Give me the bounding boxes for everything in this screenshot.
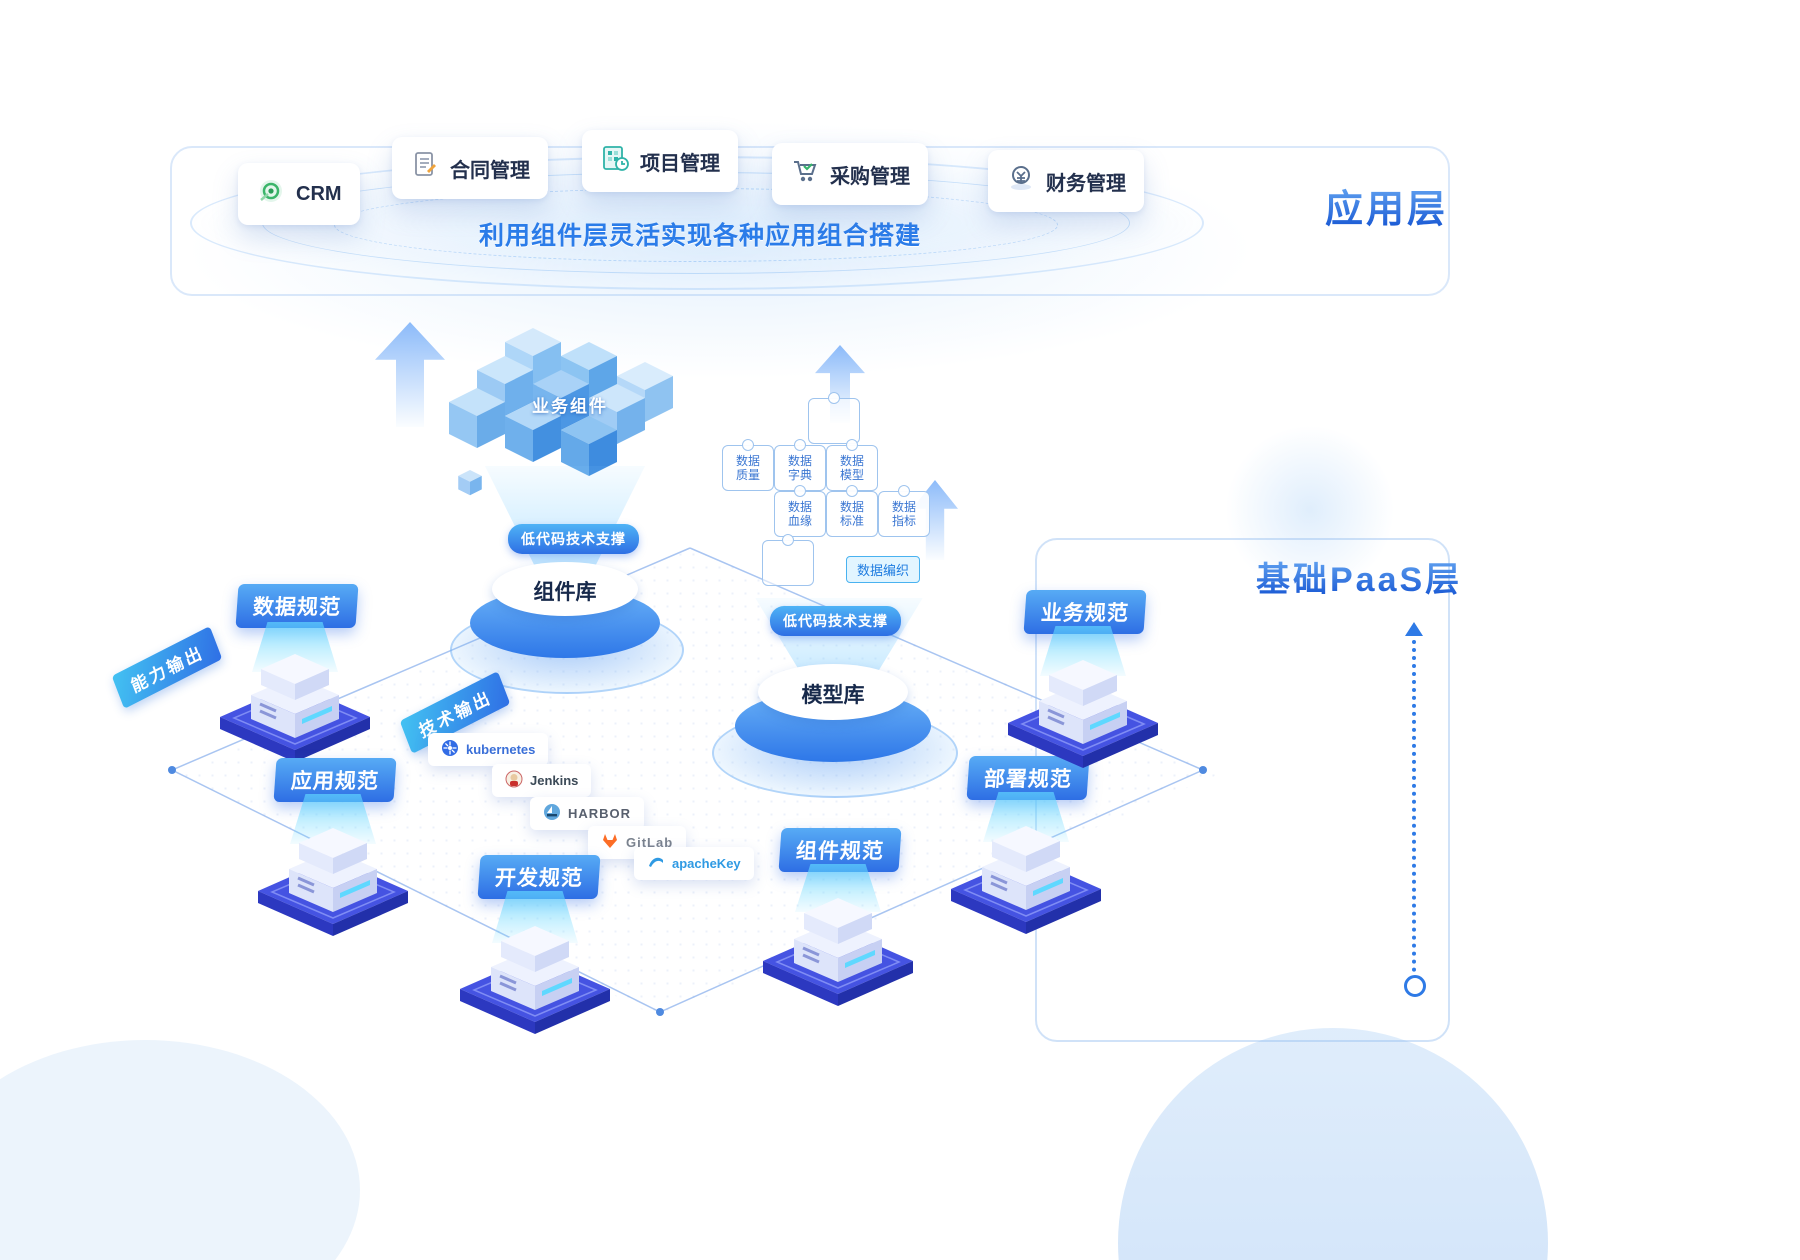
model-library-label: 模型库 bbox=[801, 684, 865, 707]
low-code-pill-right: 低代码技术支撑 bbox=[770, 606, 901, 636]
finance-icon bbox=[1006, 163, 1036, 199]
app-card-finance: 财务管理 bbox=[988, 150, 1144, 212]
puzzle-piece-data-standard: 数据标准 bbox=[826, 485, 878, 537]
puzzle-label: 数据标准 bbox=[839, 499, 864, 528]
tech-pill-label: GitLab bbox=[626, 835, 674, 850]
server-data bbox=[210, 618, 380, 768]
dotted-line-arrow-up bbox=[1405, 622, 1423, 636]
puzzle-piece-empty-bottom bbox=[762, 534, 814, 586]
app-card-label: 合同管理 bbox=[450, 159, 530, 182]
puzzle-label: 数据模型 bbox=[839, 453, 864, 482]
data-fabric-tag: 数据编织 bbox=[846, 556, 921, 583]
component-podium-top bbox=[492, 562, 638, 616]
server-development bbox=[450, 890, 620, 1040]
puzzle-label: 数据字典 bbox=[787, 453, 812, 482]
tech-pill-label: Jenkins bbox=[530, 773, 579, 788]
app-card-contract: 合同管理 bbox=[392, 137, 548, 199]
gitlab-icon bbox=[601, 832, 619, 853]
contract-icon bbox=[410, 150, 440, 186]
model-podium-top bbox=[758, 664, 908, 720]
puzzle-label: 数据血缘 bbox=[787, 499, 812, 528]
harbor-icon bbox=[543, 803, 561, 824]
business-component-label: 业务组件 bbox=[532, 397, 608, 416]
component-library-label: 组件库 bbox=[533, 581, 597, 604]
app-card-project: 项目管理 bbox=[582, 130, 738, 192]
project-icon bbox=[600, 143, 630, 179]
app-card-procurement: 采购管理 bbox=[772, 143, 928, 205]
banner-text: 利用组件层灵活实现各种应用组合搭建 bbox=[478, 222, 921, 250]
paas-layer-title: 基础PaaS层 bbox=[1256, 552, 1462, 601]
dotted-vertical-line bbox=[1412, 640, 1416, 972]
server-application bbox=[248, 792, 418, 942]
server-component bbox=[753, 862, 923, 1012]
crm-icon bbox=[256, 176, 286, 212]
tech-pill-kubernetes: kubernetes bbox=[428, 733, 549, 766]
server-business bbox=[998, 624, 1168, 774]
tech-pill-label: kubernetes bbox=[466, 742, 536, 757]
kubernetes-icon bbox=[441, 739, 459, 760]
app-card-label: 项目管理 bbox=[640, 152, 720, 175]
tech-pill-harbor: HARBOR bbox=[530, 797, 645, 830]
bg-blob-mid-right bbox=[1225, 425, 1395, 595]
puzzle-piece-data-metric: 数据指标 bbox=[878, 485, 930, 537]
procurement-icon bbox=[790, 156, 820, 192]
dotted-line-end-ring bbox=[1404, 975, 1426, 997]
puzzle-piece-empty-top bbox=[808, 392, 860, 444]
app-card-label: 财务管理 bbox=[1046, 172, 1126, 195]
business-component-cubes bbox=[449, 328, 673, 496]
jenkins-icon bbox=[505, 770, 523, 791]
puzzle-piece-data-quality: 数据质量 bbox=[722, 439, 774, 491]
app-card-label: CRM bbox=[296, 182, 342, 205]
app-card-crm: CRM bbox=[238, 163, 360, 225]
server-deployment bbox=[941, 790, 1111, 940]
puzzle-piece-data-lineage: 数据血缘 bbox=[774, 485, 826, 537]
tech-pill-label: HARBOR bbox=[568, 806, 632, 821]
app-card-label: 采购管理 bbox=[830, 165, 910, 188]
puzzle-label: 数据质量 bbox=[735, 453, 760, 482]
tech-pill-jenkins: Jenkins bbox=[492, 764, 592, 797]
apachekey-icon bbox=[647, 853, 665, 874]
puzzle-label: 数据指标 bbox=[891, 499, 916, 528]
low-code-pill-left: 低代码技术支撑 bbox=[508, 524, 639, 554]
tech-pill-apachekey: apacheKey bbox=[634, 847, 754, 880]
tech-pill-label: apacheKey bbox=[672, 856, 741, 871]
app-layer-title: 应用层 bbox=[1325, 178, 1448, 233]
